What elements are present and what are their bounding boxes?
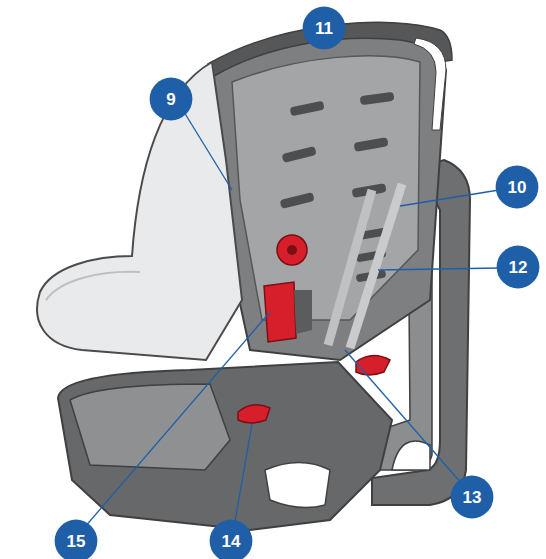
harness-strap	[328, 190, 372, 345]
callout-circle: 12	[496, 245, 540, 289]
wing-seam	[46, 272, 140, 300]
frame-opening	[392, 441, 430, 470]
callout-circle: 11	[302, 6, 346, 50]
callout-number: 14	[209, 519, 253, 559]
callout-number: 9	[149, 77, 193, 121]
belt-guide	[356, 355, 390, 375]
callout-number: 11	[302, 6, 346, 50]
lock-off	[264, 282, 296, 342]
callout-circle: 15	[54, 519, 98, 559]
leader-lines	[84, 112, 500, 528]
recline-knob	[277, 235, 307, 265]
lock-off-grip	[294, 290, 312, 334]
knob-center	[287, 245, 297, 255]
seat-back-shell	[212, 35, 446, 360]
seat-base	[58, 362, 392, 530]
callout-number: 13	[450, 475, 494, 519]
callout-number: 15	[54, 519, 98, 559]
callout-circle: 14	[209, 519, 253, 559]
callout-circle: 9	[149, 77, 193, 121]
side-wing	[37, 62, 242, 360]
base-opening	[265, 463, 330, 508]
backrest	[232, 56, 420, 320]
callout-number: 12	[496, 245, 540, 289]
harness-strap	[350, 184, 402, 348]
callout-circle: 13	[450, 475, 494, 519]
headrest-edge	[414, 38, 446, 130]
callout-number: 10	[495, 165, 539, 209]
belt-guide	[238, 405, 270, 423]
base-side	[70, 384, 230, 470]
callout-circle: 10	[495, 165, 539, 209]
